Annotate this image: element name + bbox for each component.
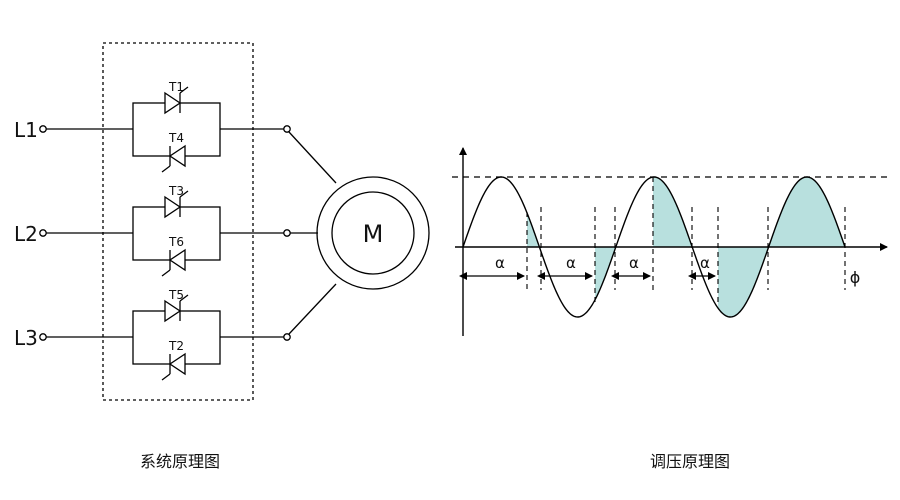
thyristor-forward — [164, 190, 189, 219]
input-terminal — [39, 333, 47, 341]
conduction-region — [768, 177, 845, 249]
line-label-l1: L1 — [14, 118, 38, 142]
thyristor-label-t2: T2 — [168, 339, 184, 353]
thyristor-forward — [164, 294, 189, 323]
conduction-region — [595, 247, 615, 300]
thyristor-label-t5: T5 — [168, 288, 184, 302]
conduction-shading — [527, 177, 845, 317]
thyristor-reverse — [161, 144, 186, 173]
circuit-diagram — [39, 42, 430, 401]
thyristor-reverse — [161, 248, 186, 277]
alpha-label: α — [700, 254, 710, 272]
line-label-l2: L2 — [14, 222, 38, 246]
thyristor-label-t4: T4 — [168, 131, 184, 145]
alpha-label: α — [495, 254, 505, 272]
phi-axis-label: ϕ — [850, 268, 861, 287]
conduction-region — [653, 177, 692, 247]
circuit-labels: L1 L2 L3 T1 T4 T3 T6 T5 T2 M — [14, 80, 383, 353]
waveform-caption: 调压原理图 — [649, 452, 730, 471]
motor-outer-ring — [316, 176, 430, 290]
controller-enclosure — [102, 42, 254, 401]
alpha-label: α — [629, 254, 639, 272]
thyristor-forward — [164, 86, 189, 115]
phase-l1 — [39, 86, 337, 184]
motor — [316, 176, 430, 290]
phase-l3 — [39, 283, 337, 381]
thyristor-pair-box — [132, 102, 221, 157]
alpha-label: α — [566, 254, 576, 272]
waveform-diagram: α α α α ϕ — [452, 147, 888, 336]
thyristor-label-t6: T6 — [168, 235, 184, 249]
input-terminal — [39, 125, 47, 133]
thyristor-pair-box — [132, 206, 221, 261]
input-terminal — [39, 229, 47, 237]
thyristor-label-t3: T3 — [168, 184, 184, 198]
firing-markers — [526, 177, 846, 302]
thyristor-label-t1: T1 — [168, 80, 184, 94]
output-terminal — [283, 229, 291, 237]
output-terminal — [283, 333, 291, 341]
motor-inner-ring — [331, 191, 415, 275]
output-terminal — [283, 125, 291, 133]
phase-l2 — [39, 190, 318, 277]
thyristor-pair-box — [132, 310, 221, 365]
motor-label: M — [363, 220, 384, 248]
circuit-caption: 系统原理图 — [139, 452, 220, 471]
conduction-region — [718, 247, 768, 317]
sine-wave — [462, 176, 846, 318]
line-label-l3: L3 — [14, 326, 38, 350]
thyristor-reverse — [161, 352, 186, 381]
